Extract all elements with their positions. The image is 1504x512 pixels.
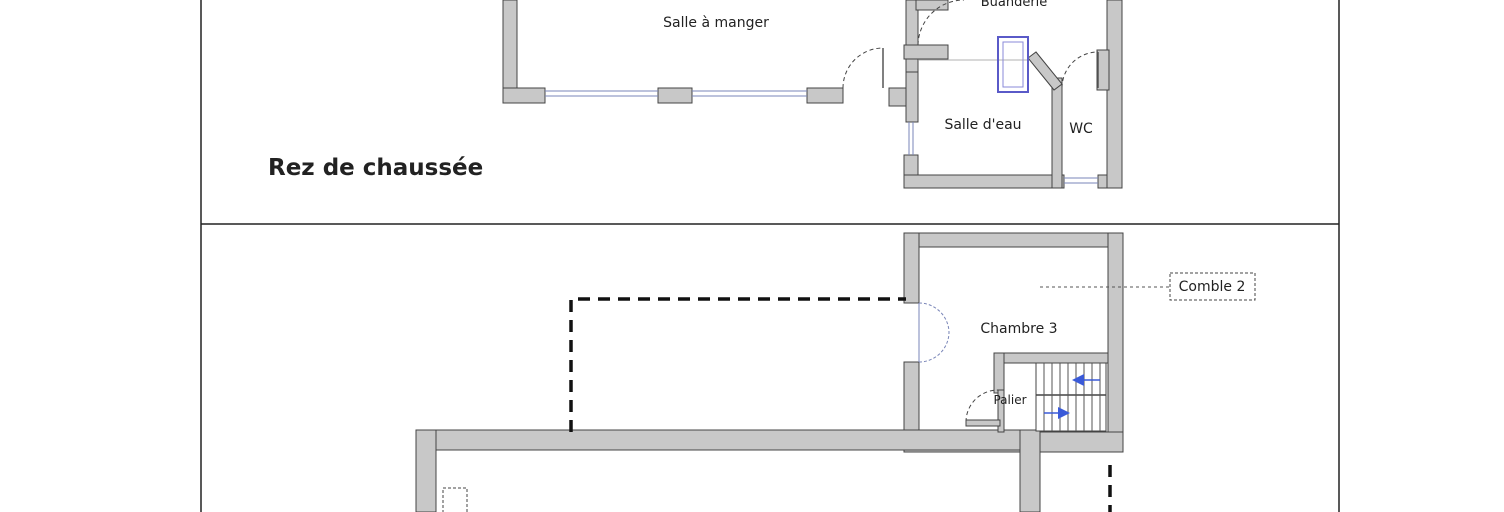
room-label-attic2: Comble 2	[1179, 279, 1246, 295]
door-swing	[842, 47, 884, 89]
stair-arrow-right-icon	[1058, 407, 1070, 419]
wall	[1051, 77, 1063, 189]
frame	[200, 0, 1340, 512]
room-label-laundry: Buanderie	[981, 0, 1048, 10]
section-title: Rez de chaussée	[268, 155, 483, 181]
wall	[415, 429, 437, 512]
room-label-wc: WC	[1069, 121, 1093, 137]
ground-floor-plan: Salle à manger Buanderie Salle d'eau WC …	[268, 0, 1123, 189]
door-leaves	[882, 48, 1099, 88]
door-swing	[917, 0, 965, 46]
windows	[545, 90, 1098, 184]
stair-treads	[1043, 363, 1101, 431]
stair-outline	[1035, 362, 1107, 432]
door-swing	[918, 302, 950, 334]
wall	[1106, 0, 1123, 189]
double-door	[918, 302, 950, 363]
walls	[502, 0, 1123, 189]
washer-outline	[997, 36, 1029, 93]
door-swing	[965, 389, 999, 423]
wall	[993, 352, 1005, 394]
room-label-shower-room: Salle d'eau	[944, 117, 1021, 133]
wall	[915, 0, 949, 11]
wall	[1107, 232, 1124, 453]
wall	[903, 232, 920, 304]
room-label-dining: Salle à manger	[663, 15, 769, 31]
room-label-bedroom3: Chambre 3	[980, 321, 1057, 337]
wall	[502, 87, 546, 104]
doors	[842, 0, 1099, 89]
wall	[993, 352, 1109, 364]
attic-boundary	[569, 297, 1112, 512]
stair-arrow-left-icon	[1072, 374, 1084, 386]
landing-door	[965, 389, 1005, 433]
wall	[657, 87, 693, 104]
door-leaf	[997, 389, 1005, 433]
washer-appliance	[997, 36, 1029, 93]
dashed-box	[442, 487, 468, 512]
wall	[905, 71, 919, 123]
upper-floor-plan: Chambre 3 Palier Comble 2	[415, 232, 1256, 512]
wall	[903, 174, 1065, 189]
room-label-landing: Palier	[993, 393, 1026, 407]
door-sill	[965, 419, 1001, 427]
callout-box	[1169, 272, 1256, 301]
staircase	[1035, 362, 1107, 432]
wall	[903, 232, 1124, 248]
walls	[415, 232, 1124, 512]
washer-inner	[1002, 41, 1024, 88]
wall	[1019, 429, 1041, 512]
wall	[1096, 49, 1110, 91]
wall	[415, 429, 1026, 451]
wall	[903, 44, 949, 60]
wall	[806, 87, 844, 104]
door-swing	[918, 331, 950, 363]
dashed-outline	[569, 297, 906, 432]
door-swing	[1061, 51, 1099, 89]
wall	[1027, 51, 1063, 91]
wall	[905, 0, 919, 73]
